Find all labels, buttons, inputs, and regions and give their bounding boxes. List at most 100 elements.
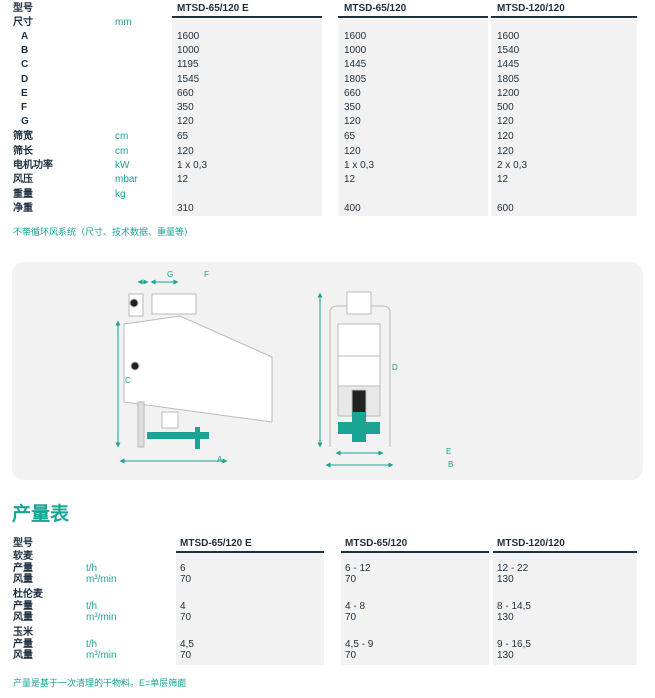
spec-row-label: D [21,74,29,85]
spec-value: 1445 [344,59,367,70]
model-name: MTSD-65/120 E [180,538,252,549]
spec-value: 12 [177,174,189,185]
spec-row-label: 风压 [13,174,33,185]
dim-label-b: B [448,460,454,469]
column-bg [176,553,324,665]
spec-row-label: 净重 [13,203,33,214]
header-rule [176,551,324,553]
spec-value: 310 [177,203,194,214]
spec-value: 1195 [177,59,199,70]
spec-value: 1600 [177,31,200,42]
capacity-row-unit: m³/min [86,612,117,623]
capacity-row-label: 产量 [13,601,33,612]
header-rule [491,16,637,18]
capacity-row-unit: m³/min [86,574,117,585]
spec-value: 120 [344,146,361,157]
spec-value: 65 [344,131,356,142]
header-rule [493,551,637,553]
capacity-value: 70 [345,574,357,585]
dim-label-d: D [392,363,398,372]
dim-label-e: E [446,447,452,456]
column-bg [338,19,488,216]
spec-value: 120 [177,116,194,127]
spec-row-label: 重量 [13,189,33,200]
model-header-label: 型号 [13,538,33,549]
spec-row-unit: cm [115,131,129,142]
capacity-row-unit: m³/min [86,650,117,661]
capacity-row-unit: t/h [86,601,98,612]
spec-value: 660 [344,88,361,99]
capacity-row-label: 产量 [13,563,33,574]
capacity-row-label: 风量 [13,574,33,585]
capacity-value: 130 [497,612,514,623]
spec-value: 350 [177,102,194,113]
capacity-value: 130 [497,650,514,661]
model-name: MTSD-120/120 [497,538,565,549]
capacity-value: 4,5 [180,639,194,650]
capacity-value: 70 [180,650,192,661]
capacity-row-label: 风量 [13,650,33,661]
spec-row-label: 尺寸 [13,17,33,28]
column-bg [493,553,637,665]
spec-value: 400 [344,203,361,214]
spec-value: 120 [344,116,361,127]
capacity-value: 6 - 12 [345,563,371,574]
header-rule [338,16,488,18]
spec-value: 1 x 0,3 [177,160,208,171]
spec-value: 120 [177,146,194,157]
column-bg [341,553,489,665]
spec-value: 1200 [497,88,520,99]
capacity-value: 4 - 8 [345,601,366,612]
spec-value: 120 [497,116,514,127]
crop-group-label: 软麦 [13,551,33,562]
spec-value: 1 x 0,3 [344,160,375,171]
capacity-value: 130 [497,574,514,585]
capacity-value: 70 [345,612,357,623]
model-name: MTSD-65/120 [345,538,408,549]
capacity-value: 4 [180,601,186,612]
spec-value: 660 [177,88,194,99]
spec-row-label: E [21,88,28,99]
crop-group-label: 玉米 [13,627,33,638]
dim-label-f: F [204,270,209,279]
model-name: MTSD-65/120 [344,3,407,14]
model-header-label: 型号 [13,3,33,14]
capacity-row-label: 风量 [13,612,33,623]
spec-row-label: C [21,59,29,70]
capacity-value: 8 - 14,5 [497,601,531,612]
spec-row-unit: kg [115,189,126,200]
capacity-value: 70 [180,574,192,585]
spec-row-label: 电机功率 [13,160,53,171]
spec-value: 1000 [177,45,200,56]
capacity-value: 12 - 22 [497,563,529,574]
capacity-note: 产量是基于一次清理的干物料。E=单层筛面 [13,678,187,688]
spec-row-label: 筛宽 [13,131,33,142]
capacity-value: 70 [345,650,357,661]
spec-row-label: G [21,116,29,127]
header-rule [172,16,322,18]
spec-value: 2 x 0,3 [497,160,528,171]
spec-value: 12 [344,174,356,185]
dimension-diagram [115,279,394,468]
header-rule [341,551,489,553]
capacity-row-label: 产量 [13,639,33,650]
capacity-row-unit: t/h [86,639,98,650]
spec-value: 1545 [177,74,200,85]
spec-value: 1600 [497,31,520,42]
spec-value: 1805 [344,74,367,85]
spec-row-label: B [21,45,29,56]
capacity-row-unit: t/h [86,563,98,574]
spec-row-unit: mm [115,17,132,28]
spec-row-unit: mbar [115,174,138,185]
specs-note: 不带循环风系统（尺寸、技术数据、重量等） [13,227,194,237]
spec-value: 350 [344,102,361,113]
side-view-machine [123,293,273,448]
spec-value: 1805 [497,74,520,85]
spec-value: 1000 [344,45,367,56]
dim-label-c: C [125,376,131,385]
spec-value: 120 [497,146,514,157]
dimension-diagram-panel: G F C A D E B [12,262,643,480]
capacity-value: 70 [180,612,192,623]
dim-label-g: G [167,270,174,279]
spec-value: 12 [497,174,509,185]
